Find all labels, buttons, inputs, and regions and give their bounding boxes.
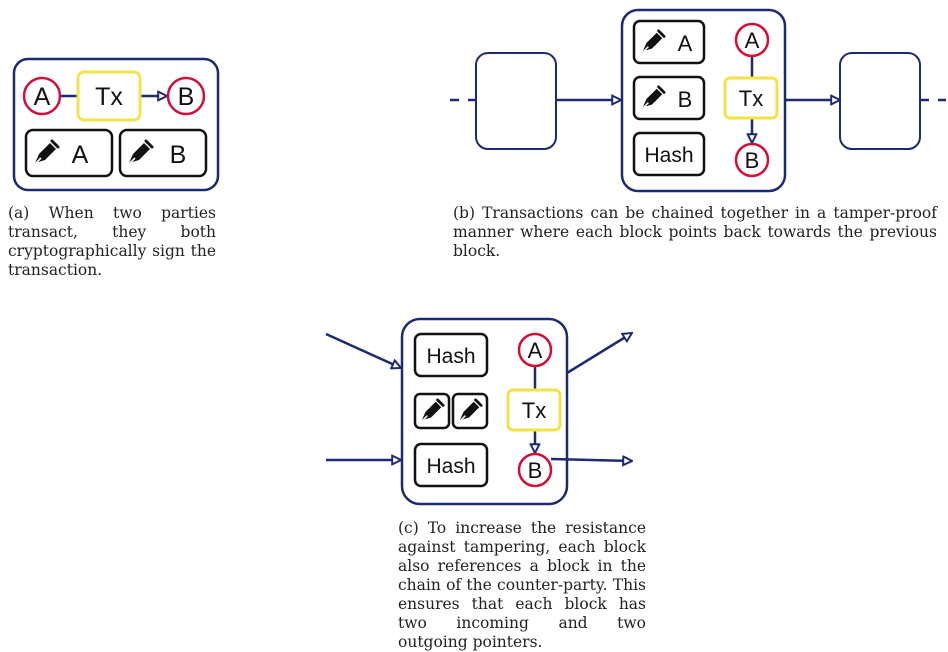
incoming-pointer-upper [325, 332, 401, 368]
signature-a-box [24, 128, 114, 178]
party-b-label: B [528, 458, 543, 483]
tx-label: Tx [739, 86, 763, 111]
caption-b: (b) Transactions can be chained together… [453, 204, 937, 260]
tx-node [76, 70, 142, 122]
outgoing-pointer-lower [550, 459, 632, 461]
previous-block [475, 52, 557, 150]
diagram-c: Hash Hash A Tx B [325, 317, 632, 506]
tx-label: Tx [95, 83, 123, 111]
hash-box-upper [413, 332, 489, 378]
party-a-label: A [528, 338, 543, 363]
diagram-a: A Tx B A B [12, 57, 220, 192]
party-b-label: B [178, 83, 195, 111]
hash-box [632, 131, 706, 177]
party-a-node [22, 76, 62, 116]
hash-label: Hash [644, 144, 693, 167]
signature-a-label: A [678, 31, 693, 56]
outgoing-pointer-upper [566, 333, 632, 375]
party-a-label: A [745, 28, 760, 53]
signature-a-box [632, 19, 706, 65]
tx-node [723, 76, 779, 120]
party-b-node [166, 76, 206, 116]
next-block [839, 52, 921, 150]
hash-box-lower [413, 442, 489, 488]
caption-a: (a) When two parties transact, they both… [8, 204, 216, 279]
diagram-b: A B Hash A Tx B [450, 8, 946, 193]
hash-label: Hash [426, 455, 475, 478]
hash-label: Hash [426, 345, 475, 368]
signature-b-label: B [678, 87, 693, 112]
tx-node [506, 388, 562, 432]
caption-c: (c) To increase the resistance against t… [398, 519, 646, 651]
party-a-label: A [34, 83, 51, 111]
party-a-node [734, 22, 770, 58]
party-a-node [517, 332, 553, 368]
signature-b-label: B [170, 141, 187, 169]
signature-b-box [632, 75, 706, 121]
signature-a-label: A [72, 141, 89, 169]
party-b-label: B [745, 148, 760, 173]
signature-b-box [118, 128, 208, 178]
party-b-node [517, 452, 553, 488]
party-b-node [734, 142, 770, 178]
tx-label: Tx [522, 398, 546, 423]
